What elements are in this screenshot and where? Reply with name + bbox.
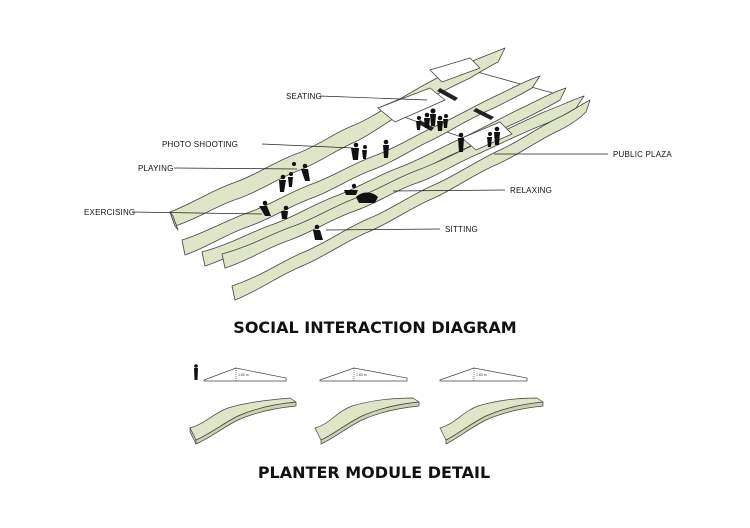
person-icon <box>430 108 436 126</box>
person-icon <box>279 174 286 192</box>
label-photo-shooting: PHOTO SHOOTING <box>162 140 238 149</box>
person-icon <box>362 145 367 159</box>
dimension-label-3: 1.60 m <box>476 373 487 377</box>
person-icon <box>344 183 358 195</box>
module-isometrics <box>189 397 544 445</box>
label-exercising: EXERCISING <box>84 208 135 217</box>
person-icon <box>301 163 310 181</box>
person-icon <box>424 112 430 128</box>
ball-icon <box>292 162 296 166</box>
label-public-plaza: PUBLIC PLAZA <box>613 150 672 159</box>
figures <box>259 108 500 240</box>
planter-strips <box>169 47 591 301</box>
planter-strip-2 <box>181 75 541 256</box>
diagram-title: SOCIAL INTERACTION DIAGRAM <box>233 318 516 337</box>
person-icon <box>259 200 271 216</box>
module-detail-title: PLANTER MODULE DETAIL <box>258 463 490 482</box>
person-icon <box>288 172 293 187</box>
label-seating: SEATING <box>286 92 322 101</box>
label-playing: PLAYING <box>138 164 174 173</box>
label-sitting: SITTING <box>445 225 478 234</box>
person-icon <box>494 126 500 145</box>
person-icon <box>356 192 378 203</box>
person-icon <box>351 142 359 160</box>
person-icon <box>458 132 464 152</box>
planter-strip-4 <box>221 95 585 269</box>
person-icon <box>416 116 421 130</box>
label-relaxing: RELAXING <box>510 186 552 195</box>
person-icon <box>437 115 443 131</box>
person-icon <box>313 224 323 240</box>
planter-strip-5 <box>231 99 591 301</box>
dimension-label-1: 1.60 m <box>238 373 249 377</box>
person-icon <box>487 132 492 147</box>
person-icon <box>383 139 389 158</box>
person-icon <box>443 114 448 128</box>
dimension-label-2: 1.60 m <box>356 373 367 377</box>
module-elevations <box>194 364 528 382</box>
leader-lines <box>131 95 608 231</box>
person-icon <box>281 205 289 219</box>
person-scale-icon <box>194 364 198 380</box>
